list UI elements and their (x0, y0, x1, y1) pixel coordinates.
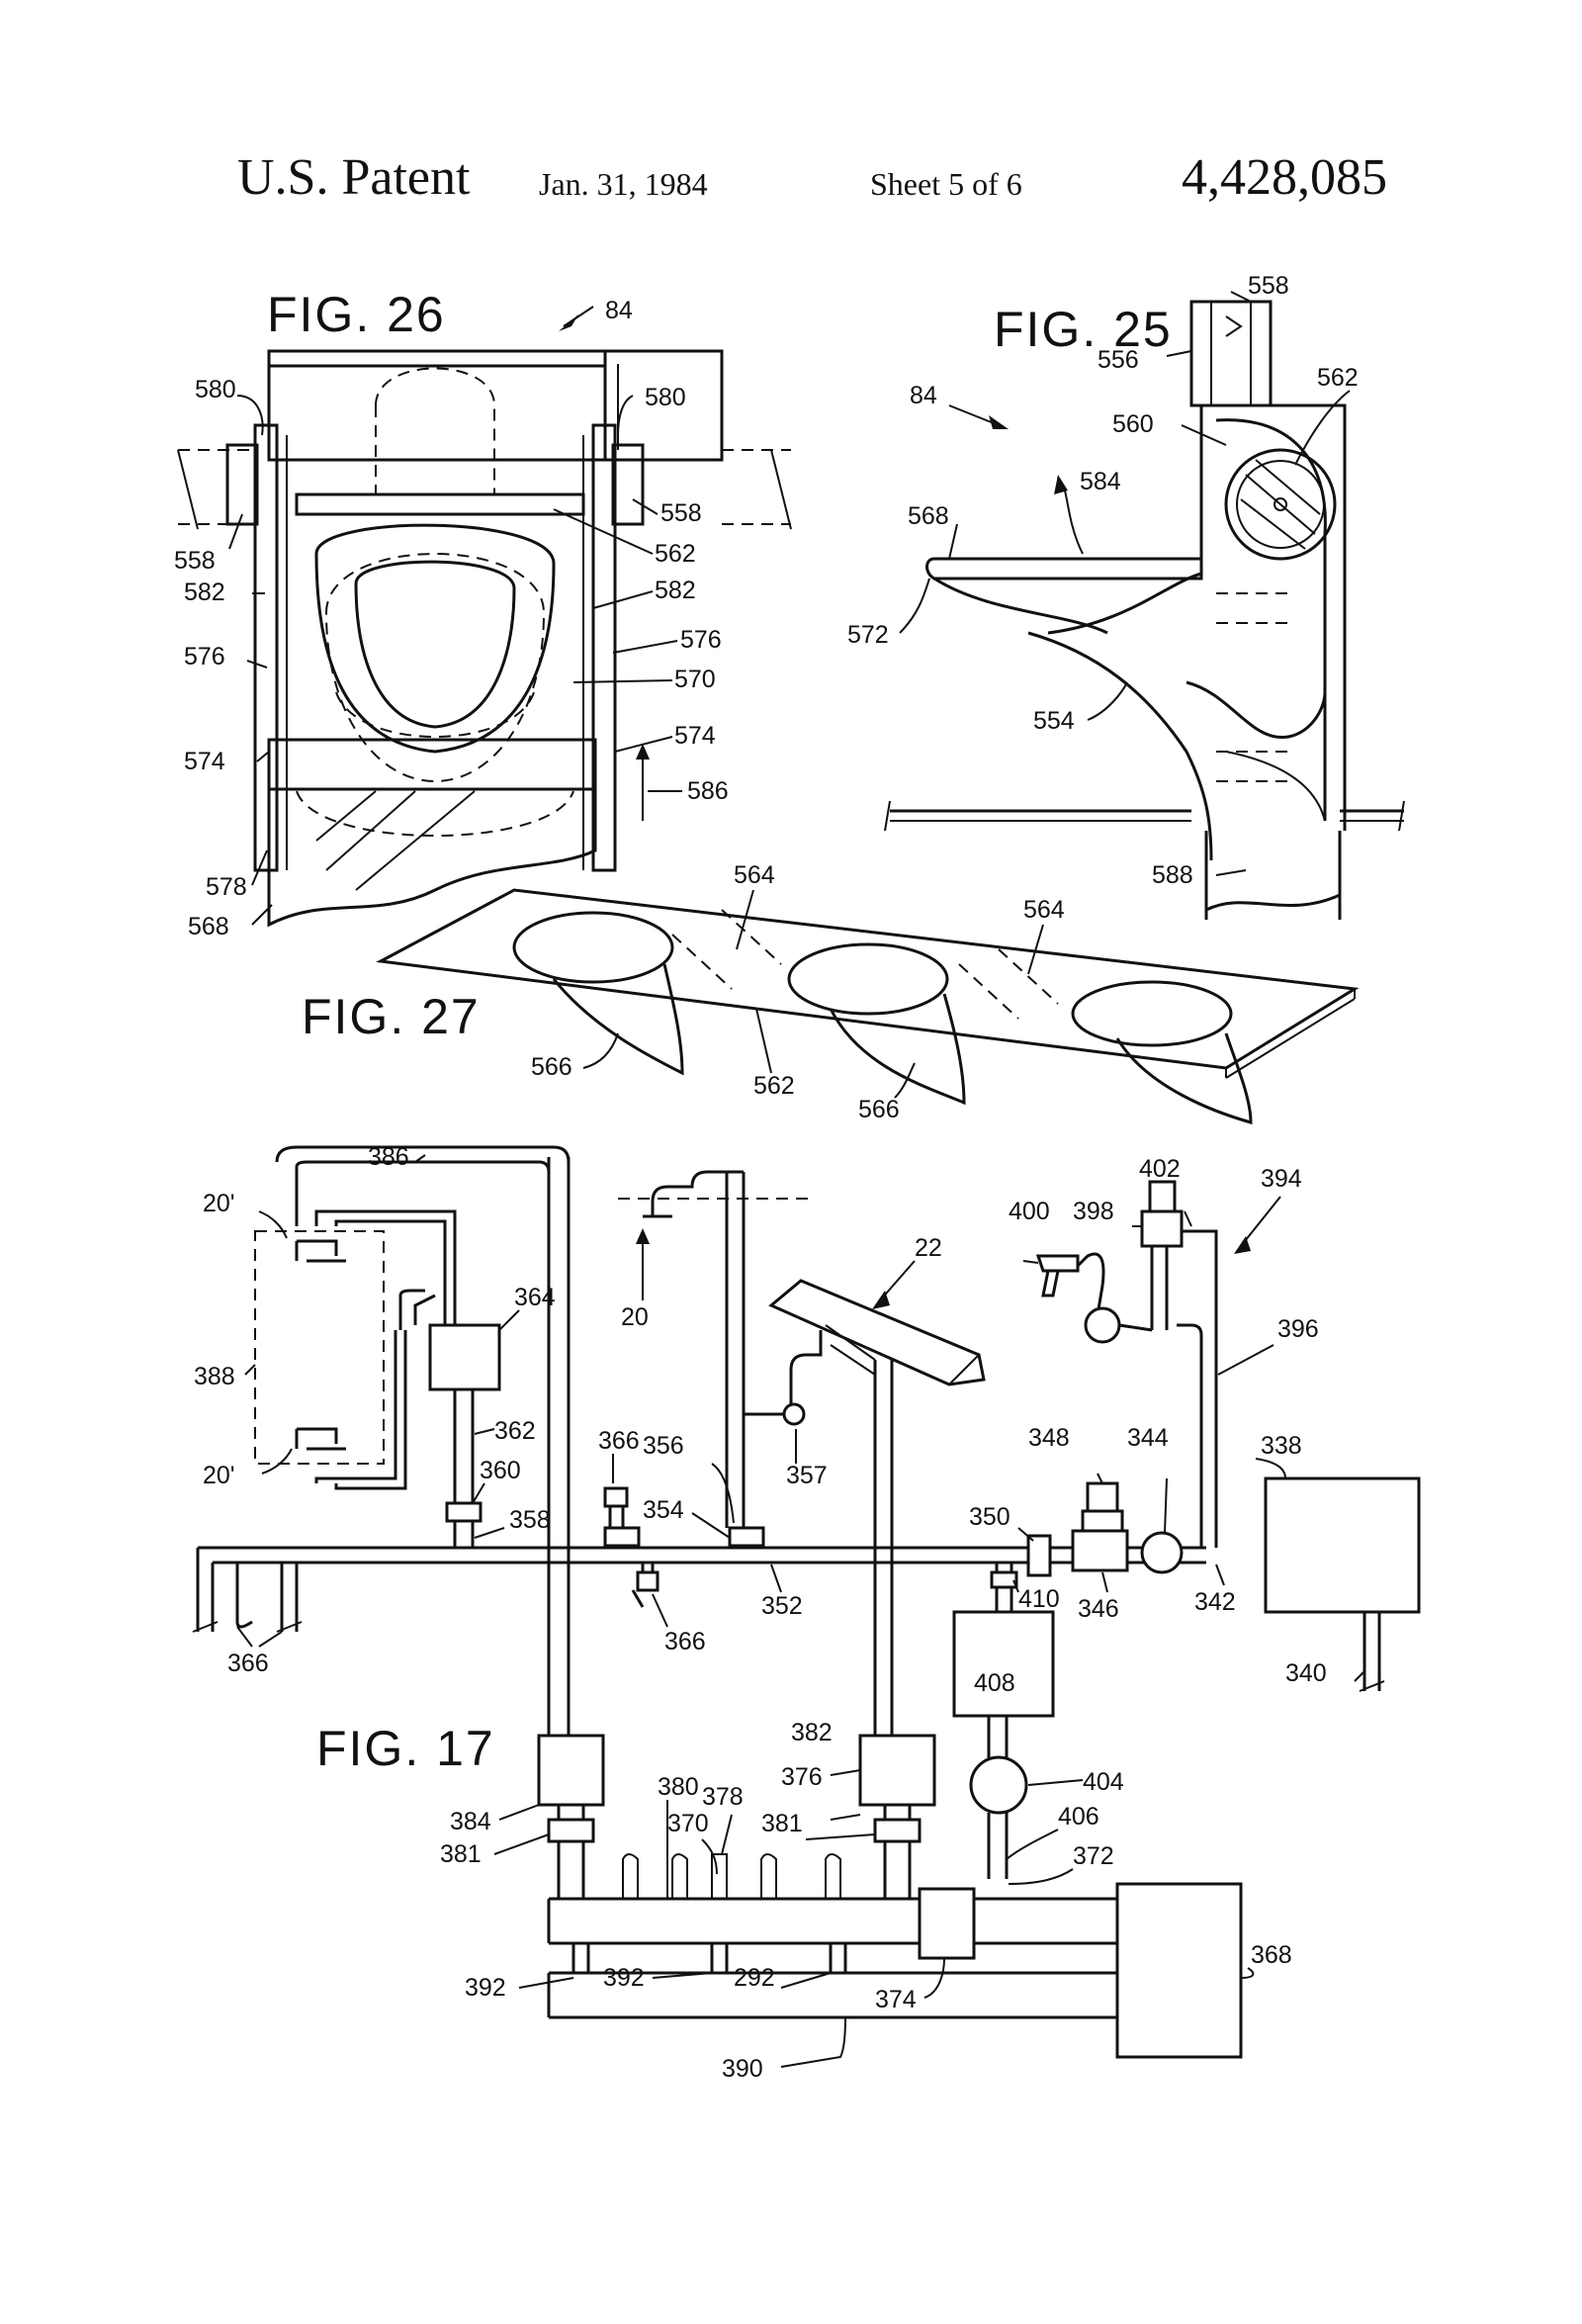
fig26-label-568: 568 (188, 913, 229, 940)
fig17-label-344: 344 (1127, 1424, 1169, 1452)
fig17-label-406: 406 (1058, 1803, 1099, 1831)
fig17-label-342: 342 (1194, 1588, 1236, 1616)
fig26-label-580-right: 580 (645, 384, 686, 411)
fig26-label-574-left: 574 (184, 748, 225, 775)
fig27-label-562: 562 (753, 1072, 795, 1100)
fig17-label-380: 380 (658, 1773, 699, 1801)
fig25-label-558: 558 (1248, 272, 1289, 300)
fig27-label-566-right: 566 (858, 1096, 900, 1123)
fig25-label-554: 554 (1033, 707, 1075, 735)
fig26-label-582-right: 582 (655, 577, 696, 604)
fig27-label-564-right: 564 (1023, 896, 1065, 924)
fig17-label-368: 368 (1251, 1941, 1292, 1969)
fig17-label-408: 408 (974, 1669, 1015, 1697)
fig26-label-578: 578 (206, 873, 247, 901)
patent-title: U.S. Patent (237, 149, 471, 206)
fig17-label-348: 348 (1028, 1424, 1070, 1452)
fig17-label-392-mid: 392 (603, 1964, 645, 1992)
fig27-label-564-left: 564 (734, 861, 775, 889)
fig25-label-572: 572 (847, 621, 889, 649)
fig17-label-352: 352 (761, 1592, 803, 1620)
fig25-drawing: FIG. 25 (847, 272, 1405, 920)
fig17-label-386: 386 (368, 1143, 409, 1171)
fig26-label-576-right: 576 (680, 626, 722, 654)
fig17-label-20: 20 (621, 1303, 649, 1331)
fig17-label-357: 357 (786, 1462, 828, 1489)
fig17-label-364: 364 (514, 1284, 556, 1311)
fig25-label-568: 568 (908, 502, 949, 530)
fig27-labels: 564 564 566 562 566 (531, 861, 1065, 1123)
fig26-label-582-left: 582 (184, 579, 225, 606)
fig26-label-586: 586 (687, 777, 729, 805)
fig17-label-20-prime-top: 20' (203, 1190, 235, 1217)
fig17-title: FIG. 17 (316, 1721, 495, 1776)
fig17-label-404: 404 (1083, 1768, 1124, 1796)
fig27-label-566-left: 566 (531, 1053, 572, 1081)
fig17-label-381-right: 381 (761, 1810, 803, 1837)
fig25-label-584: 584 (1080, 468, 1121, 495)
sheet-number: Sheet 5 of 6 (870, 166, 1022, 202)
fig17-label-370: 370 (667, 1810, 709, 1837)
patent-date: Jan. 31, 1984 (539, 166, 708, 202)
fig17-label-382: 382 (791, 1719, 833, 1746)
fig17-label-346: 346 (1078, 1595, 1119, 1623)
fig17-label-396: 396 (1277, 1315, 1319, 1343)
fig17-label-22: 22 (915, 1234, 942, 1262)
fig25-label-560: 560 (1112, 410, 1154, 438)
fig17-label-292: 292 (734, 1964, 775, 1992)
fig17-label-340: 340 (1285, 1659, 1327, 1687)
fig17-label-362: 362 (494, 1417, 536, 1445)
fig17-label-366-left: 366 (227, 1650, 269, 1677)
fig17-label-392-left: 392 (465, 1974, 506, 2002)
fig26-label-558-left: 558 (174, 547, 216, 575)
fig17-label-402: 402 (1139, 1155, 1181, 1183)
fig26-label-562: 562 (655, 540, 696, 568)
fig17-label-20-prime-bottom: 20' (203, 1462, 235, 1489)
fig25-label-556: 556 (1098, 346, 1139, 374)
fig26-title: FIG. 26 (267, 287, 446, 342)
fig17-label-366-mid: 366 (664, 1628, 706, 1655)
fig17-label-356: 356 (643, 1432, 684, 1460)
patent-number: 4,428,085 (1182, 149, 1387, 206)
page-header: U.S. Patent Jan. 31, 1984 Sheet 5 of 6 4… (0, 148, 1582, 218)
fig26-label-84: 84 (605, 297, 633, 324)
fig17-label-381-left: 381 (440, 1840, 482, 1868)
fig17-label-360: 360 (480, 1457, 521, 1484)
fig17-label-338: 338 (1261, 1432, 1302, 1460)
fig25-label-562: 562 (1317, 364, 1359, 392)
fig26-label-576-left: 576 (184, 643, 225, 670)
fig17-label-394: 394 (1261, 1165, 1302, 1193)
fig26-label-558-right: 558 (660, 499, 702, 527)
fig27-drawing: FIG. 27 564 564 566 562 566 (302, 861, 1360, 1124)
fig17-labels: 386 20' 364 388 362 20' 360 358 20 22 36… (194, 1143, 1327, 2083)
fig26-label-574-right: 574 (674, 722, 716, 750)
fig17-label-398: 398 (1073, 1198, 1114, 1225)
fig17-label-366-top: 366 (598, 1427, 640, 1455)
fig17-label-354: 354 (643, 1496, 684, 1524)
fig27-title: FIG. 27 (302, 989, 481, 1044)
fig17-label-400: 400 (1009, 1198, 1050, 1225)
fig26-label-570: 570 (674, 666, 716, 693)
fig25-title: FIG. 25 (994, 302, 1173, 357)
fig17-label-350: 350 (969, 1503, 1011, 1531)
fig17-label-374: 374 (875, 1986, 917, 2013)
fig17-drawing: FIG. 17 (192, 1143, 1421, 2083)
fig17-label-410: 410 (1018, 1585, 1060, 1613)
fig17-label-388: 388 (194, 1363, 235, 1390)
fig26-drawing: FIG. 26 (174, 287, 792, 940)
fig17-label-384: 384 (450, 1808, 491, 1835)
fig17-label-376: 376 (781, 1763, 823, 1791)
fig26-label-580-left: 580 (195, 376, 236, 403)
fig17-label-390: 390 (722, 2055, 763, 2083)
fig17-label-372: 372 (1073, 1842, 1114, 1870)
fig25-labels: 558 556 562 84 560 584 568 572 554 588 (847, 272, 1359, 889)
fig26-labels: 84 580 580 558 558 562 582 582 576 576 5… (174, 297, 729, 940)
fig17-label-378: 378 (702, 1783, 744, 1811)
fig25-label-588: 588 (1152, 861, 1193, 889)
fig25-label-84: 84 (910, 382, 937, 409)
fig17-label-358: 358 (509, 1506, 551, 1534)
